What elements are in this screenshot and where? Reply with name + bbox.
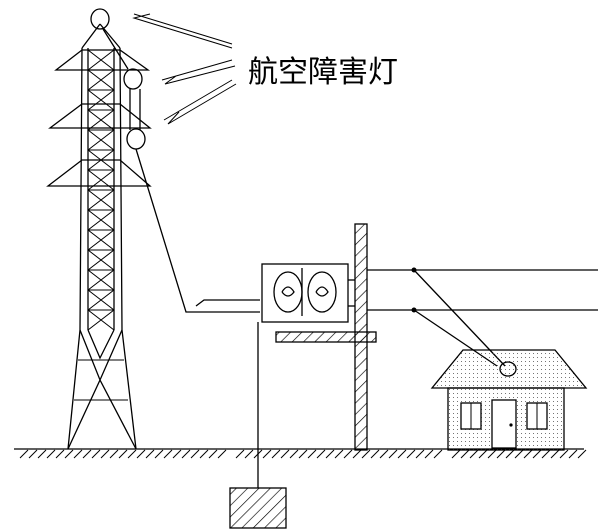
obstruction-light-top [90,8,110,30]
aviation-obstruction-light-label: 航空障害灯 [248,55,398,90]
house [430,349,588,451]
obstruction-light-middle [123,68,143,90]
transformer [257,263,349,488]
obstruction-light-lower [126,128,146,150]
transmission-tower [46,23,152,450]
house-window-right [526,402,548,430]
utility-pole [275,223,377,451]
distribution-lines [367,267,598,367]
house-window-left [460,402,482,430]
callout-arrows [132,13,237,125]
grounding-electrode [229,487,287,529]
house-door [491,399,517,449]
obstruction-lights [90,8,260,313]
